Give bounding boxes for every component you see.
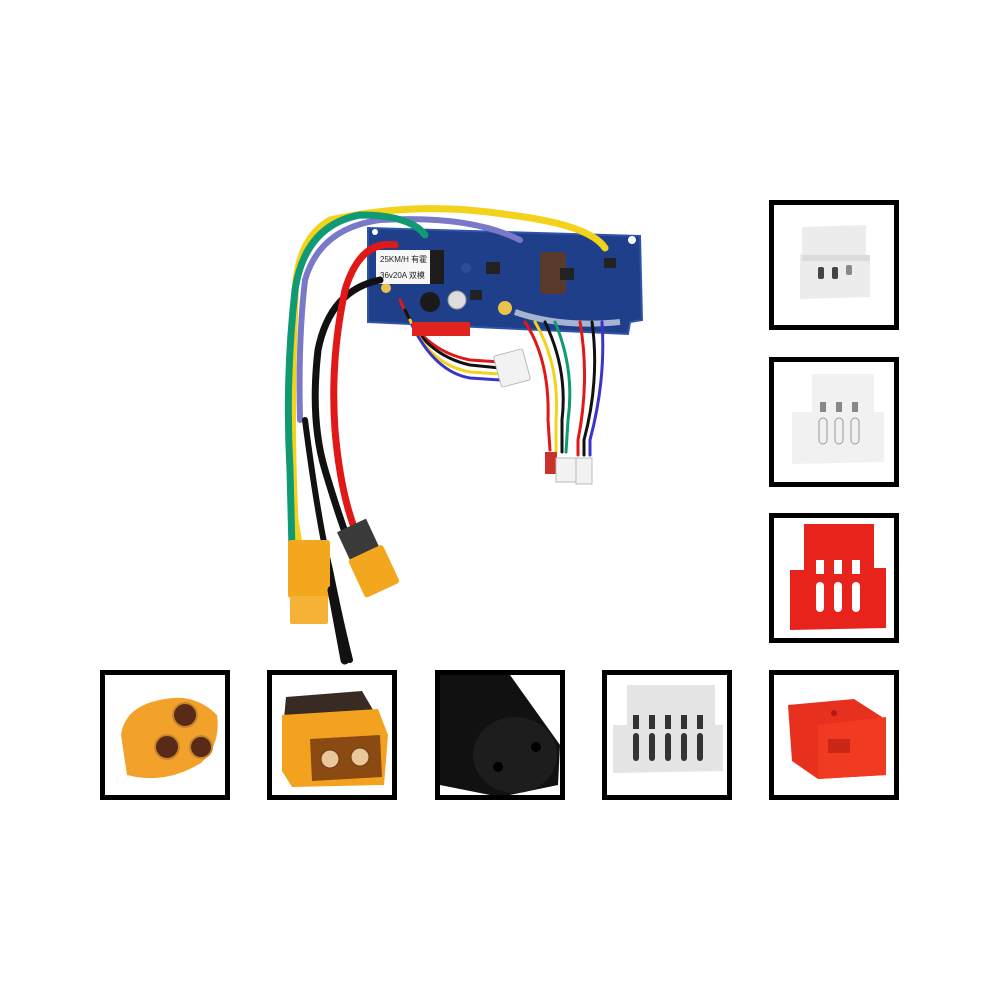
orange-2pin-connector-icon [282, 691, 388, 787]
white-3pin-plug-a [555, 457, 577, 483]
thumb-xt60-orange [267, 670, 397, 800]
thumb-jst-3pin-white-a [769, 200, 899, 330]
red-2pin-plug [412, 322, 470, 336]
thumb-jst-3pin-white-b [769, 357, 899, 487]
red-2pin-connector-icon [788, 699, 886, 779]
xt60-connector [336, 518, 400, 598]
white-3pin-connector-icon [800, 225, 870, 299]
thumb-jst-5pin-white [602, 670, 732, 800]
mt60-connector [288, 540, 330, 624]
thumb-jst-3pin-red [769, 513, 899, 643]
white-3pin-housing-icon [792, 374, 884, 464]
white-5pin-connector-icon [613, 685, 723, 773]
thumb-mt60-3pin-orange [100, 670, 230, 800]
red-3pin-plug [545, 452, 557, 474]
black-tail-connector [327, 585, 350, 665]
orange-3hole-connector-icon [121, 697, 218, 779]
red-3pin-connector-icon [790, 524, 886, 630]
thumb-jst-2pin-red [769, 670, 899, 800]
thumb-black-round [435, 670, 565, 800]
white-3pin-plug-b [575, 457, 593, 485]
board-label-line2: 36v20A 双模 [380, 270, 425, 280]
white-5pin-plug [493, 348, 531, 388]
board-label-line1: 25KM/H 有霍 [380, 254, 427, 264]
black-round-connector-icon [440, 675, 560, 795]
pcb-board: 25KM/H 有霍 36v20A 双模 [367, 226, 644, 336]
